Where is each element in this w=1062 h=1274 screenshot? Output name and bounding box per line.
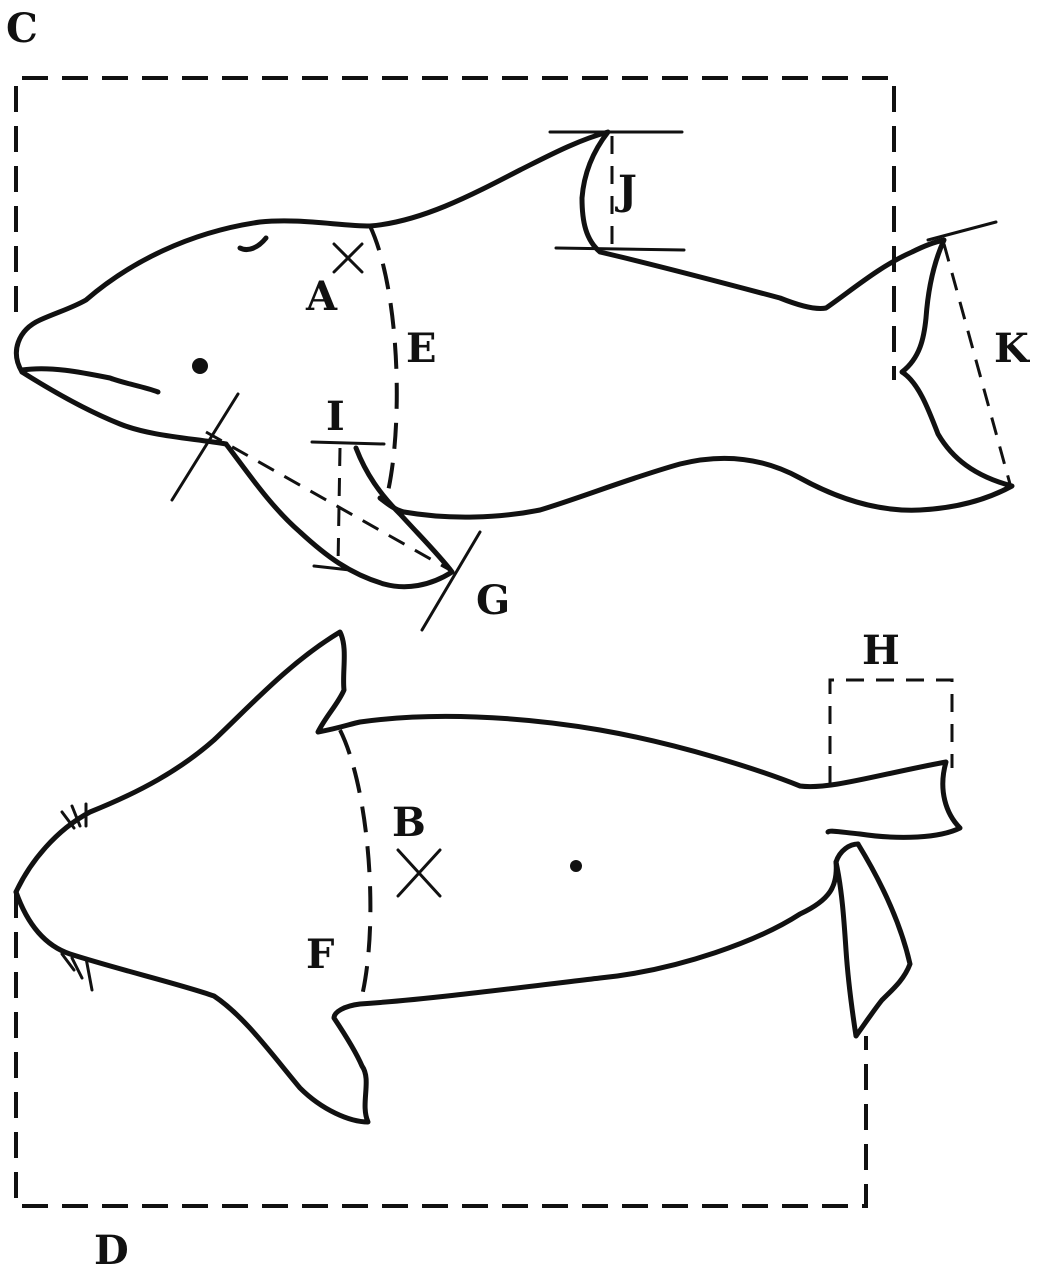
dolphin-ventral-view	[13, 629, 963, 1208]
label-K: K	[994, 325, 1030, 372]
mark-B	[396, 848, 442, 898]
label-J: J	[615, 167, 637, 214]
ventral-navel	[570, 860, 582, 872]
rostrum-mark-lower	[60, 952, 94, 992]
label-C: C	[6, 5, 38, 52]
lateral-eye	[192, 358, 208, 374]
label-H: H	[862, 627, 900, 674]
length-bracket-C	[14, 76, 896, 380]
blowhole-mark	[237, 235, 269, 253]
flipper-width-top-tick	[310, 440, 386, 446]
label-F: F	[306, 931, 334, 978]
label-I: I	[326, 393, 345, 440]
flipper-tick-tip	[420, 530, 482, 632]
peduncle-box-H	[828, 678, 954, 784]
lateral-throat-outline	[19, 369, 229, 447]
fluke-span-K	[942, 243, 1012, 485]
label-G: G	[476, 577, 510, 624]
mark-A	[332, 242, 364, 274]
label-D: D	[94, 1227, 129, 1274]
flipper-length-G	[205, 430, 451, 572]
flipper-width-I	[336, 447, 342, 567]
lateral-body-outline	[13, 129, 1015, 520]
lateral-mouth-line	[19, 366, 161, 395]
label-A: A	[305, 273, 338, 320]
lateral-flipper-base	[377, 495, 407, 515]
girth-arc-E	[368, 225, 399, 501]
length-bracket-D	[14, 892, 868, 1208]
flipper-tick-front	[170, 392, 240, 502]
ventral-upper-outline	[13, 629, 963, 895]
ventral-fluke	[833, 841, 913, 1039]
ventral-lower-outline	[13, 841, 861, 1125]
flipper-width-bottom-tick	[312, 564, 352, 572]
label-E: E	[406, 325, 437, 372]
fluke-top-tick	[926, 220, 998, 242]
dorsal-fin-base-tick	[554, 246, 686, 252]
label-B: B	[392, 799, 426, 846]
girth-arc-F	[338, 729, 373, 1005]
rostrum-mark-upper	[60, 802, 88, 830]
dolphin-lateral-view	[13, 76, 1015, 632]
